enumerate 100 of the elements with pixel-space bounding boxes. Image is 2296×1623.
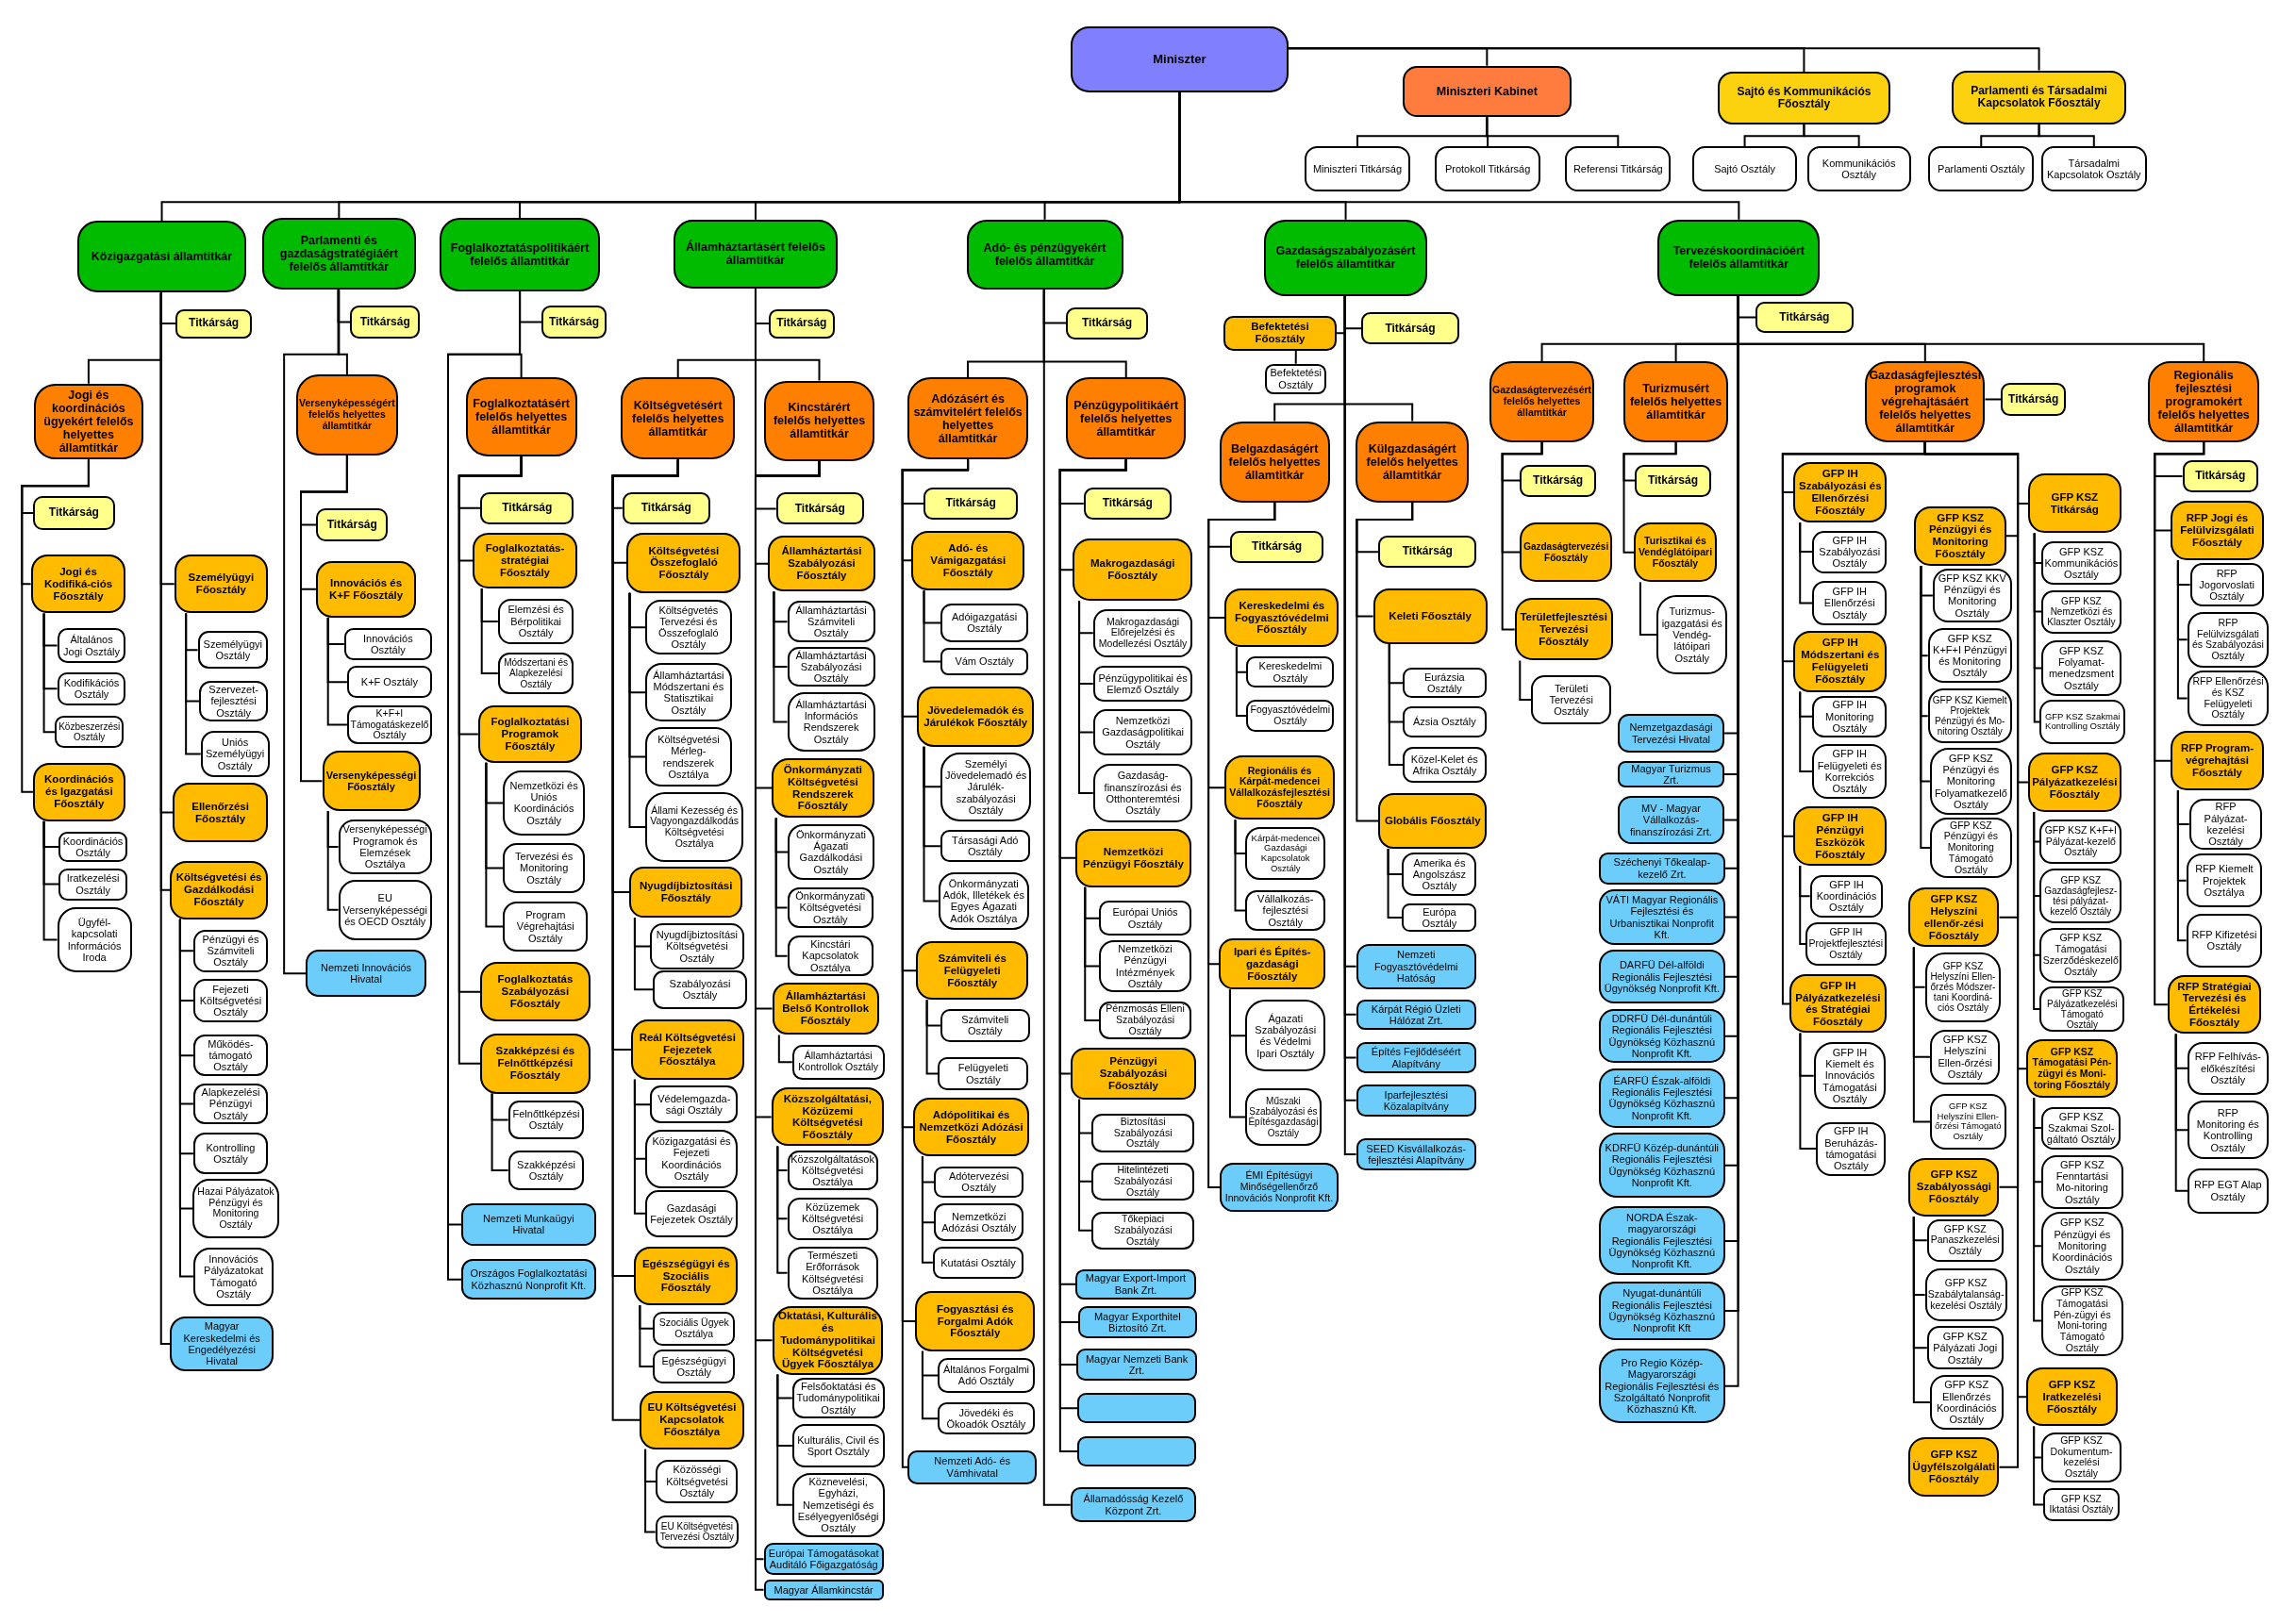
secretariat-box: Titkárság bbox=[541, 306, 607, 339]
unit-box: Hazai Pályázatok Pénzügyi és Monitoring Osztály bbox=[192, 1178, 279, 1239]
state-secretary-box: Államháztartásért felelős államtitkár bbox=[674, 219, 838, 289]
connector-line bbox=[776, 1145, 789, 1274]
unit-box: Nemzetközi és Uniós Koordinációs Osztály bbox=[503, 770, 586, 836]
agency-box: Nemzeti Innovációs Hivatal bbox=[306, 950, 426, 998]
unit-box: EU Költségvetési Tervezési Osztály bbox=[655, 1515, 740, 1549]
department-box: Reál Költségvetési Fejezetek Főosztálya bbox=[631, 1019, 744, 1080]
unit-box: GFP IH Ellenőrzési Osztály bbox=[1812, 580, 1888, 625]
connector-line bbox=[774, 817, 789, 957]
minister-box: Miniszter bbox=[1070, 25, 1289, 92]
secretariat-box: Titkárság bbox=[923, 487, 1018, 521]
connector-line bbox=[1178, 91, 1740, 221]
agency-box: Államadósság Kezelő Központ Zrt. bbox=[1070, 1487, 1197, 1523]
unit-box: Turizmus-igazgatási és Vendég-látóipari Osztály bbox=[1656, 595, 1728, 674]
agency-box: SEED Kisvállalkozás-fejlesztési Alapítvány bbox=[1356, 1137, 1476, 1171]
connector-line bbox=[485, 761, 505, 928]
unit-box: GFP KSZ Pénzügyi és Monitoring Támogató Osztály bbox=[1929, 817, 2012, 879]
deputy-secretary-box: Külgazdaságért felelős helyettes államtitkár bbox=[1356, 421, 1469, 503]
state-secretary-box: Foglalkoztatáspolitikáért felelős államtitkár bbox=[439, 218, 601, 291]
connector-line bbox=[1078, 1098, 1093, 1232]
unit-box: GFP IH Kiemelt és Innovációs Támogatási Osztály bbox=[1813, 1041, 1887, 1110]
unit-box: Gazdasági Fejezetek Osztály bbox=[645, 1190, 738, 1237]
connector-line bbox=[42, 820, 58, 941]
unit-box: Közel-Kelet és Afrika Osztály bbox=[1403, 746, 1487, 784]
department-box: GFP KSZ Támogatási Pén-zügyi és Moni-toring Főosztály bbox=[2026, 1039, 2118, 1099]
unit-box: RFP EGT Alap Osztály bbox=[2188, 1168, 2269, 1214]
connector-line bbox=[923, 745, 940, 903]
agency-box bbox=[1077, 1392, 1197, 1424]
unit-box: Területi Tervezési Osztály bbox=[1530, 675, 1612, 724]
state-secretary-box: Adó- és pénzügyekért felelős államtitkár bbox=[966, 219, 1123, 290]
unit-box: Szakképzési Osztály bbox=[507, 1151, 585, 1190]
unit-box: Önkormányzati Ágazati Gazdálkodási Osztály bbox=[788, 823, 874, 880]
deputy-secretary-box: Versenyképességért felelős helyettes államtitkár bbox=[295, 374, 399, 455]
connector-line bbox=[491, 1092, 509, 1172]
unit-box: K+F+I Támogatáskezelő Osztály bbox=[346, 705, 432, 744]
connector-line bbox=[21, 458, 90, 793]
unit-box: Kárpát-medencei Gazdasági Kapcsolatok Osztály bbox=[1245, 827, 1326, 880]
deputy-secretary-box: Kincstárért felelős helyettes államtitkár bbox=[764, 380, 874, 461]
secretariat-box: Titkárság bbox=[175, 308, 252, 339]
unit-box: GFP KSZ Helyszíni Ellen-őrzés Módszer-tani Koordiná-ciós Osztály bbox=[1924, 952, 2002, 1022]
agency-box: Magyar Nemzeti Bank Zrt. bbox=[1076, 1349, 1197, 1381]
unit-box: RFP Kiemelt Projektek Osztálya bbox=[2186, 853, 2263, 908]
unit-box: Szervezet-fejlesztési Osztály bbox=[199, 680, 269, 722]
connector-line bbox=[1799, 1032, 1818, 1151]
connector-line bbox=[1288, 47, 2040, 72]
unit-box: Kincstári Kapcsolatok Osztálya bbox=[787, 935, 874, 977]
unit-box: GFP KSZ Dokumentum-kezelési Osztály bbox=[2040, 1433, 2122, 1482]
agency-box: Magyar Exporthitel Biztosító Zrt. bbox=[1077, 1306, 1197, 1338]
secretariat-box: Titkárság bbox=[1229, 530, 1324, 563]
connector-line bbox=[777, 1034, 793, 1064]
secretariat-box: Titkárság bbox=[1755, 301, 1854, 334]
connector-line bbox=[925, 999, 940, 1075]
department-box: GFP KSZ Szabályossági Főosztály bbox=[1908, 1157, 2000, 1217]
agency-box: Európai Támogatásokat Auditáló Főigazgatóság bbox=[763, 1543, 884, 1576]
secretariat-box: Titkárság bbox=[350, 306, 421, 339]
deputy-secretary-box: Jogi és koordinációs ügyekért felelős helyettes államtitkár bbox=[33, 383, 144, 460]
connector-line bbox=[1912, 946, 1931, 1123]
secretariat-box: Titkárság bbox=[1083, 487, 1172, 521]
connector-line bbox=[1486, 116, 1620, 148]
agency-box: Kárpát Régió Üzleti Hálózat Zrt. bbox=[1356, 999, 1476, 1030]
unit-box: Közüzemek Költségvetési Osztálya bbox=[787, 1197, 878, 1240]
department-box: Egészségügyi és Szociális Főosztály bbox=[634, 1246, 739, 1305]
unit-box: GFP KSZ Szakmai Szol-gáltató Osztály bbox=[2040, 1106, 2121, 1150]
connector-line bbox=[1799, 865, 1806, 945]
department-box: Koordinációs és Igazgatási Főosztály bbox=[32, 762, 125, 821]
agency-box: ÉARFÜ Észak-alföldi Regionális Fejlesztési Ügynökség Közhasznú Nonprofit Kft. bbox=[1599, 1068, 1725, 1128]
unit-box: Befektetési Osztály bbox=[1265, 363, 1326, 394]
agency-box: Nemzeti Adó- és Vámhivatal bbox=[907, 1449, 1037, 1484]
unit-box: Nemzetközi Gazdaságpolitikai Osztály bbox=[1092, 709, 1193, 755]
connector-line bbox=[300, 454, 348, 783]
connector-line bbox=[2033, 1425, 2045, 1506]
department-box: Makrogazdasági Főosztály bbox=[1073, 538, 1193, 602]
secretariat-box: Titkárság bbox=[622, 491, 710, 524]
department-box: Számviteli és Felügyeleti Főosztály bbox=[915, 941, 1029, 1001]
deputy-secretary-box: Regionális fejlesztési programokért felelős helyettes államtitkár bbox=[2148, 361, 2260, 442]
unit-box: GFP KSZ K+F+I Pénzügyi és Monitoring Osztály bbox=[1927, 627, 2012, 684]
agency-box bbox=[1077, 1435, 1197, 1467]
department-box: Innovációs és K+F Főosztály bbox=[316, 560, 416, 619]
unit-box: GFP KSZ Szabálytalanság-kezelési Osztály bbox=[1924, 1267, 2007, 1322]
department-box: Nemzetközi Pénzügyi Főosztály bbox=[1075, 828, 1191, 887]
unit-box: Nemzetközi Adózási Osztály bbox=[934, 1203, 1024, 1242]
unit-box: Általános Jogi Osztály bbox=[57, 627, 126, 664]
department-box: Jogi és Kodifiká-ciós Főosztály bbox=[30, 555, 126, 614]
connector-line bbox=[639, 1304, 655, 1368]
unit-box: Pénzügyi és Számviteli Osztály bbox=[192, 929, 269, 972]
department-box: Globális Főosztály bbox=[1378, 793, 1488, 849]
agency-box: NORDA Észak-magyarországi Regionális Fejlesztési Ügynökség Közhasznú Nonprofit Kft. bbox=[1599, 1206, 1725, 1276]
department-box: GFP IH Pályázatkezelési és Stratégiai Főosztály bbox=[1789, 974, 1887, 1034]
department-box: Személyügyi Főosztály bbox=[174, 555, 269, 614]
unit-box: EU Versenyképességi és OECD Osztály bbox=[338, 879, 432, 940]
agency-box: DDRFÜ Dél-dunántúli Regionális Fejlesztési Ügynökség Közhasznú Nonprofit Kft. bbox=[1599, 1009, 1725, 1064]
unit-box: Működés-támogató Osztály bbox=[192, 1035, 269, 1076]
connector-line bbox=[42, 612, 57, 734]
unit-box: Pénzmosás Elleni Szabályozási Osztály bbox=[1099, 1001, 1191, 1040]
unit-box: Innovációs Pályázatokat Támogató Osztály bbox=[192, 1247, 275, 1306]
agency-box: Nemzetgazdasági Tervezési Hivatal bbox=[1617, 713, 1725, 754]
unit-box: RFP Felhívás-előkészítési Osztály bbox=[2188, 1041, 2269, 1095]
unit-box: Egészségügyi Osztály bbox=[653, 1350, 736, 1383]
unit-box: Szociális Ügyek Osztálya bbox=[653, 1311, 736, 1346]
